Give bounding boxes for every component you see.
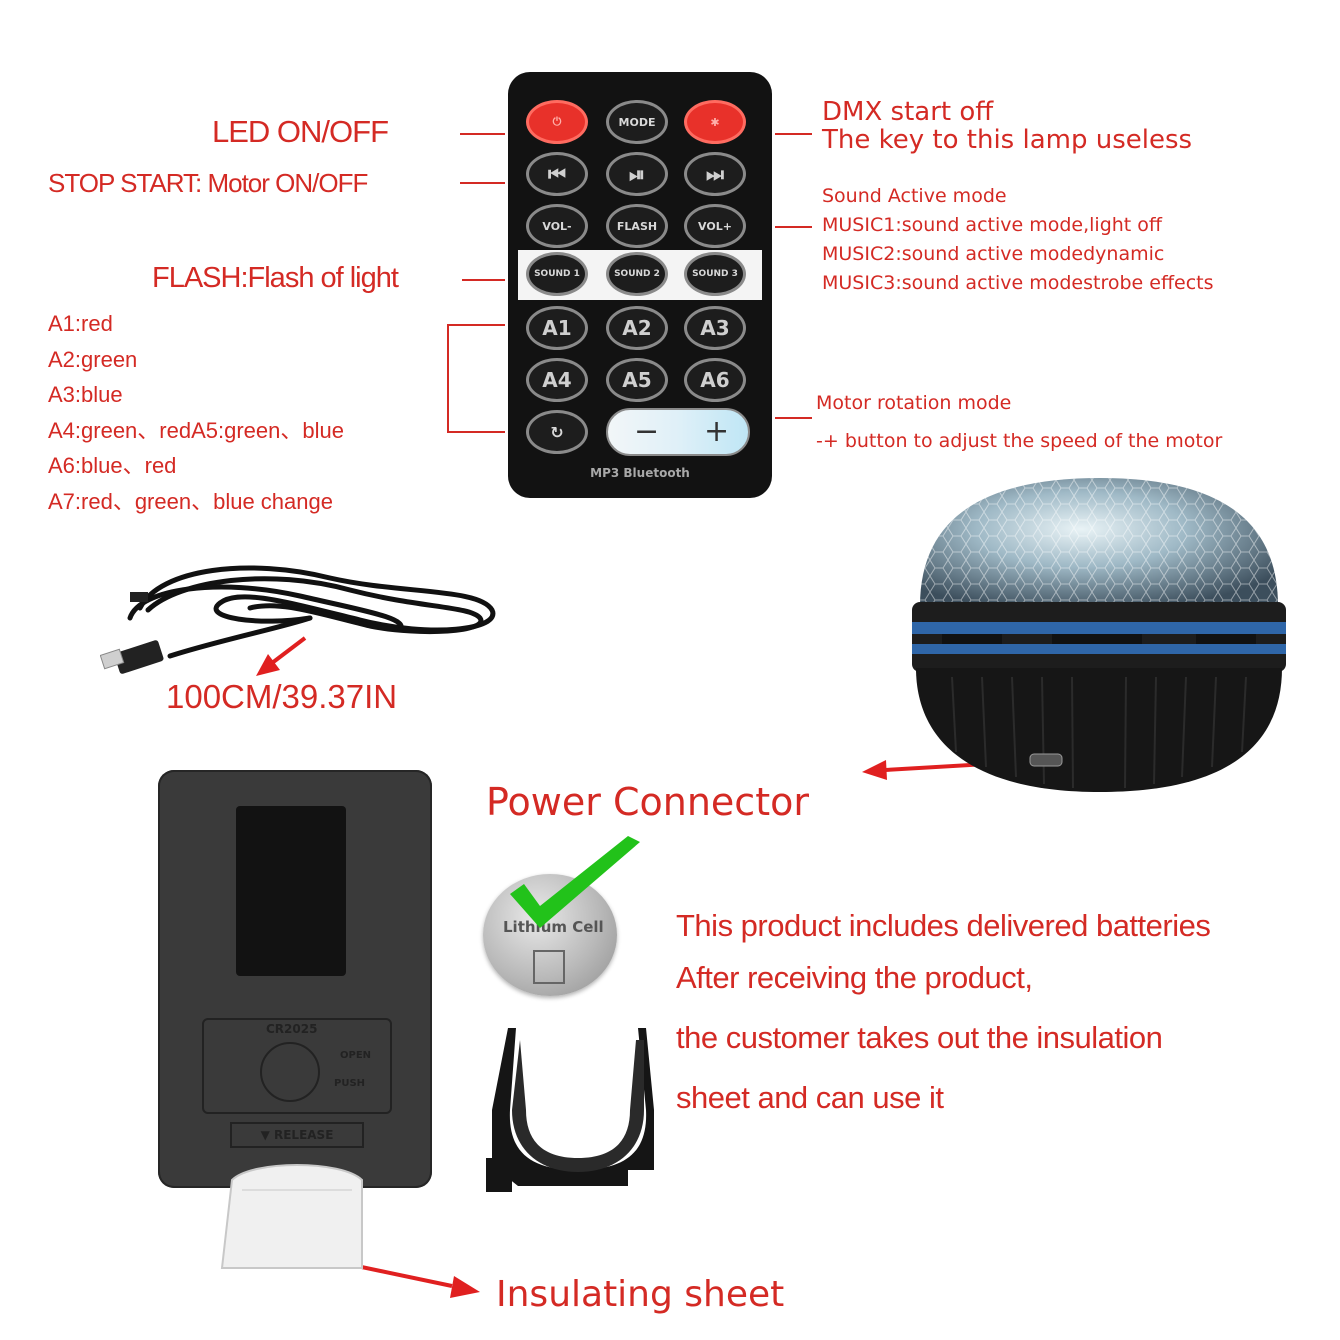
sound-modes-label: Sound Active mode MUSIC1:sound active mo…: [822, 182, 1214, 298]
insulating-sheet-label: Insulating sheet: [496, 1274, 785, 1315]
vol-plus-button[interactable]: VOL+: [684, 204, 746, 248]
sound2-button[interactable]: SOUND 2: [606, 252, 668, 296]
color-item: A6:blue、red: [48, 453, 177, 478]
dmx-button[interactable]: ✱: [684, 100, 746, 144]
color-item: A4:green、redA5:green、blue: [48, 417, 344, 443]
sound3-button[interactable]: SOUND 3: [684, 252, 746, 296]
sound-active-line: Sound Active mode: [822, 185, 1007, 207]
color-item: A1:red: [48, 311, 113, 336]
power-button[interactable]: ⏻: [526, 100, 588, 144]
coin-battery-image: Lithium Cell: [483, 874, 617, 996]
motor-speed-label: -+ button to adjust the speed of the mot…: [816, 430, 1223, 452]
a5-button[interactable]: A5: [606, 358, 668, 402]
music1-line: MUSIC1:sound active mode,light off: [822, 214, 1163, 236]
battery-line-3: the customer takes out the insulation: [676, 1020, 1163, 1055]
color-item: A3:blue: [48, 382, 123, 407]
remote-control: ⏻ MODE ✱ ⏮ ⏯ ⏭ VOL- FLASH VOL+ SOUND 1 S…: [508, 72, 772, 498]
led-label: LED ON/OFF: [212, 114, 389, 149]
lamp-image: [912, 478, 1286, 792]
motor-rotation-button[interactable]: ↻: [526, 410, 588, 454]
battery-window: [236, 806, 346, 976]
dmx-label: DMX start off The key to this lamp usele…: [822, 98, 1192, 154]
a3-button[interactable]: A3: [684, 306, 746, 350]
insulating-sheet-image: [220, 1164, 363, 1269]
battery-clip-image: [486, 1028, 654, 1192]
music3-line: MUSIC3:sound active modestrobe effects: [822, 272, 1214, 294]
speed-minus-button[interactable]: −: [634, 414, 660, 449]
coin-outline: [260, 1042, 320, 1102]
battery-line-2: After receiving the product,: [676, 960, 1033, 995]
play-pause-button[interactable]: ⏯: [606, 152, 668, 196]
a2-button[interactable]: A2: [606, 306, 668, 350]
battery-diagram: CR2025 OPEN PUSH: [202, 1018, 392, 1114]
battery-type-text: CR2025: [266, 1022, 318, 1036]
battery-line-1: This product includes delivered batterie…: [676, 908, 1211, 943]
mode-button[interactable]: MODE: [606, 100, 668, 144]
open-text: OPEN: [340, 1050, 372, 1061]
checkmark-icon: [510, 836, 640, 928]
color-list: A1:red A2:green A3:blue A4:green、redA5:g…: [48, 306, 344, 519]
power-connector-label: Power Connector: [486, 780, 809, 824]
flash-label: FLASH:Flash of light: [152, 262, 399, 294]
dmx-line-1: DMX start off: [822, 97, 994, 127]
remote-footer: MP3 Bluetooth: [590, 466, 690, 480]
coin-text: Lithium Cell: [503, 918, 604, 936]
speed-control: − +: [606, 408, 750, 456]
stop-start-label: STOP START: Motor ON/OFF: [48, 168, 368, 198]
a6-button[interactable]: A6: [684, 358, 746, 402]
next-button[interactable]: ⏭: [684, 152, 746, 196]
crossed-bin-icon: [533, 950, 565, 984]
color-item: A2:green: [48, 346, 138, 372]
vol-minus-button[interactable]: VOL-: [526, 204, 588, 248]
a1-button[interactable]: A1: [526, 306, 588, 350]
cable-length-label: 100CM/39.37IN: [166, 678, 398, 715]
prev-button[interactable]: ⏮: [526, 152, 588, 196]
sound1-button[interactable]: SOUND 1: [526, 252, 588, 296]
speed-plus-button[interactable]: +: [704, 414, 730, 449]
usb-cable-image: [100, 565, 496, 674]
push-text: PUSH: [334, 1078, 366, 1089]
release-label: ▼ RELEASE: [230, 1122, 364, 1148]
music2-line: MUSIC2:sound active modedynamic: [822, 243, 1165, 265]
remote-back-cover: CR2025 OPEN PUSH ▼ RELEASE: [158, 770, 432, 1188]
motor-mode-label: Motor rotation mode: [816, 392, 1012, 414]
a4-button[interactable]: A4: [526, 358, 588, 402]
color-item: A7:red、green、blue change: [48, 488, 333, 514]
flash-button[interactable]: FLASH: [606, 204, 668, 248]
dmx-line-2: The key to this lamp useless: [822, 125, 1193, 155]
battery-line-4: sheet and can use it: [676, 1080, 944, 1115]
